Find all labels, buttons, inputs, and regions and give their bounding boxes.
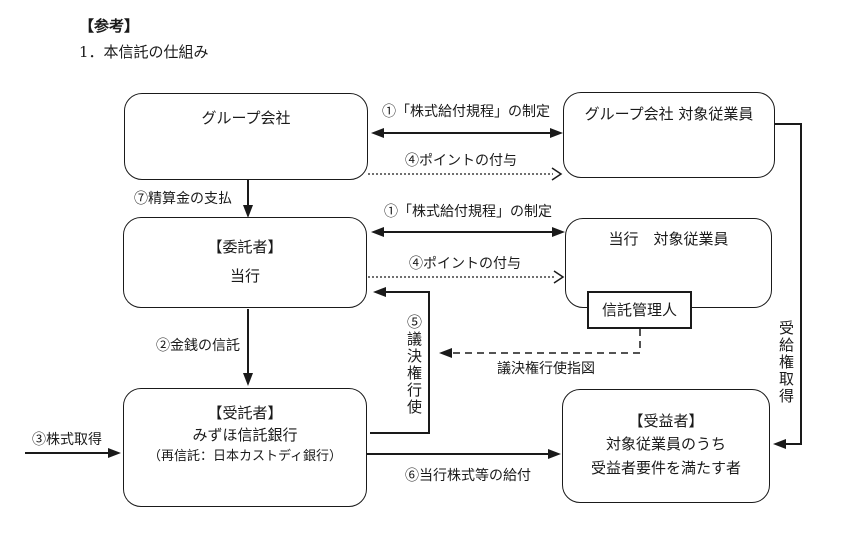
box-group-company-employees: グループ会社 対象従業員 [563,92,775,178]
box-consignor: 【委託者】 当行 [123,217,367,308]
box-beneficiary: 【受益者】 対象従業員のうち 受益者要件を満たす者 [562,389,770,503]
label-benefit-right: 受給権取得 [777,320,795,405]
arrow-money-trust [243,309,253,386]
page-title: 【参考】 [79,17,140,35]
connector-benefit-right [773,123,802,449]
box-group-company-label: グループ会社 [201,109,291,127]
arrow-grant-points-mid [368,270,565,284]
box-beneficiary-line2: 受益者要件を満たす者 [590,459,741,477]
arrow-voting-instruction [439,329,641,358]
label-stock-acquisition: ③株式取得 [32,432,102,448]
label-voting-instruction: 議決権行使指図 [497,361,595,377]
box-beneficiary-line1: 対象従業員のうち [605,435,726,453]
arrow-establish-rules-mid [371,227,565,237]
box-trust-administrator-label: 信託管理人 [601,301,677,319]
label-voting-rights: ⑤議決権行使 [405,314,423,416]
label-establish-rules-mid: ①「株式給付規程」の制定 [384,204,552,220]
arrow-stock-acquisition [25,448,121,458]
box-group-company-employees-label: グループ会社 対象従業員 [584,105,754,123]
label-establish-rules-top: ①「株式給付規程」の制定 [382,104,550,120]
arrow-establish-rules-top [371,128,563,138]
box-beneficiary-role: 【受益者】 [628,412,704,430]
label-grant-points-mid: ④ポイントの付与 [409,256,521,272]
connector-voting-rights [370,287,430,434]
arrow-grant-points-top [368,167,563,181]
box-consignor-name: 当行 [229,267,260,285]
page-subtitle: 1．本信託の仕組み [79,43,209,61]
box-bank-employees-label: 当行 対象従業員 [608,230,729,248]
arrow-settlement-payment [243,180,253,218]
label-grant-points-top: ④ポイントの付与 [405,153,517,169]
box-trustee-name: みずほ信託銀行 [192,426,298,444]
box-trustee-role: 【受託者】 [207,404,283,422]
box-group-company: グループ会社 [124,93,368,180]
label-money-trust: ②金銭の信託 [156,338,240,354]
label-stock-benefit: ⑥当行株式等の給付 [405,468,531,484]
label-settlement-payment: ⑦精算金の支払 [134,191,232,207]
box-trust-administrator: 信託管理人 [587,291,692,329]
box-trustee-note: （再信託：日本カストディ銀行） [147,449,343,464]
box-consignor-role: 【委託者】 [207,238,283,256]
box-trustee: 【受託者】 みずほ信託銀行 （再信託：日本カストディ銀行） [123,388,367,507]
arrow-stock-benefit [367,449,561,459]
